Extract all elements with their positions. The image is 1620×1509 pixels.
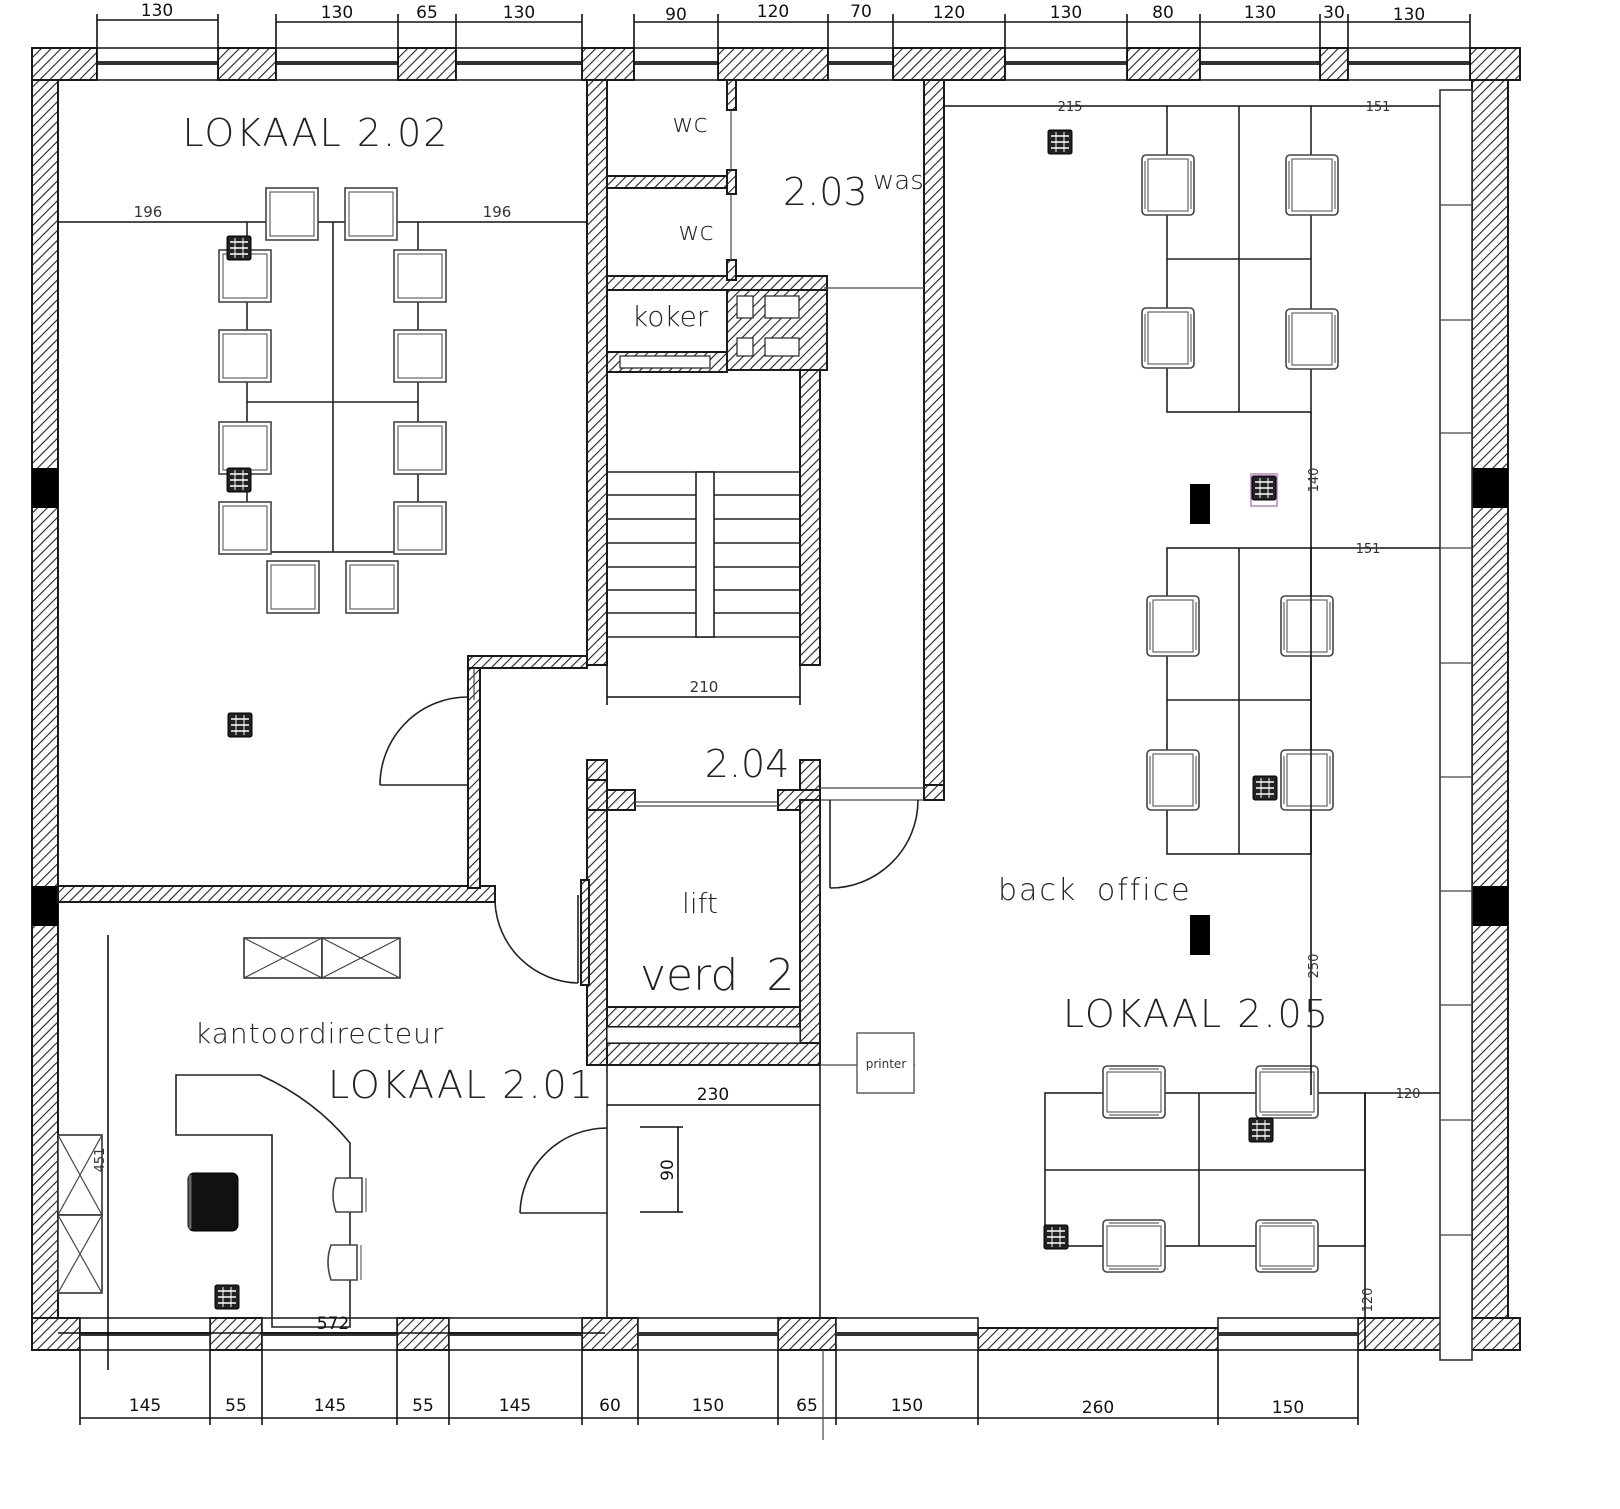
dim-bottom-2: 55: [225, 1396, 247, 1416]
printer: printer: [856, 1032, 915, 1094]
corridor-depth-dim: 90: [658, 1159, 678, 1181]
dim-top-8: 120: [933, 3, 965, 23]
dim-bottom-7: 150: [692, 1396, 724, 1416]
dim-2-05-right: 120: [1396, 1087, 1421, 1102]
dim-top-5: 90: [665, 5, 687, 25]
column-icon: [1190, 484, 1210, 524]
room-number-2-04: 2.04: [705, 742, 790, 786]
outer-walls: [31, 47, 1521, 1351]
room-label-verd: verd 2: [640, 950, 794, 1001]
floor-socket-icon: [1047, 129, 1073, 155]
staircase: [607, 471, 800, 638]
cabinet-icon: [243, 937, 401, 979]
dim-bottom-1: 145: [129, 1396, 161, 1416]
floor-socket-icon: [226, 235, 252, 261]
dim-2-01-height: 451: [93, 1148, 108, 1173]
dim-bottom-5: 145: [499, 1396, 531, 1416]
dim-bo-top-left: 215: [1058, 100, 1083, 115]
floor-socket-icon: [1252, 775, 1278, 801]
dim-bo-gap: 140: [1307, 468, 1322, 493]
dim-bo-mid-right: 151: [1356, 542, 1381, 557]
dim-top-3: 65: [416, 3, 438, 23]
dim-top-13: 130: [1393, 5, 1425, 25]
room-label-2-01: LOKAAL 2.01: [328, 1063, 595, 1107]
dim-bottom-8: 65: [796, 1396, 818, 1416]
chair-icon: [1102, 1065, 1319, 1273]
core-walls: 210 230 90: [586, 79, 945, 1318]
corridor-width-dim: 230: [697, 1085, 729, 1105]
column-icon: [1472, 468, 1508, 508]
top-dimension-chain: 130 130 65 130 90 120 70 120 130 80 130 …: [96, 1, 1471, 80]
dim-top-11: 130: [1244, 3, 1276, 23]
door-swing-icon: [519, 1127, 608, 1214]
room-label-wc-2: wc: [678, 217, 714, 247]
dim-bottom-10: 260: [1082, 1398, 1114, 1418]
door-swing-icon: [494, 901, 579, 984]
floor-socket-icon: [1043, 1224, 1069, 1250]
top-windows: [96, 47, 1471, 81]
floor-socket-icon: [214, 1284, 240, 1310]
bottom-dimension-chain: 145 55 145 55 145 60 150 65 150 260 150: [79, 1350, 1359, 1440]
dim-top-10: 80: [1152, 3, 1174, 23]
chair-icon: [327, 1177, 367, 1281]
chair-icon: [187, 1172, 239, 1232]
room-label-was: was: [873, 166, 924, 196]
director-desk: [175, 1074, 351, 1328]
dim-top-4: 130: [503, 3, 535, 23]
room-label-back-office: back office: [998, 873, 1192, 908]
room-label-wc-1: wc: [672, 109, 708, 139]
room-lokaal-2-02: LOKAAL 2.02 196 196: [58, 111, 587, 738]
dim-bottom-4: 55: [412, 1396, 434, 1416]
column-icon: [1190, 915, 1210, 955]
dim-2-02-right: 196: [483, 203, 512, 221]
core-labels: wc wc 2.03 was koker 2.04 lift verd 2: [632, 109, 924, 1001]
dim-top-9: 130: [1050, 3, 1082, 23]
column-icon: [32, 468, 58, 508]
column-icon: [32, 886, 58, 926]
dim-top-2: 130: [321, 3, 353, 23]
floor-socket-icon: [226, 467, 252, 493]
floor-socket-icon: [227, 712, 253, 738]
floor-socket-icon: [1248, 1117, 1274, 1143]
dim-top-12: 30: [1323, 3, 1345, 23]
printer-label: printer: [866, 1057, 907, 1071]
dim-top-1: 130: [141, 1, 173, 21]
door-swing-icon: [829, 799, 919, 889]
west-partitions: [57, 655, 919, 1214]
dim-bo-top-right: 151: [1366, 100, 1391, 115]
room-label-2-05: LOKAAL 2.05: [1063, 992, 1330, 1036]
dim-2-02-left: 196: [134, 203, 163, 221]
dim-bottom-11: 150: [1272, 1398, 1304, 1418]
room-function-2-01: kantoordirecteur: [195, 1017, 444, 1050]
room-label-2-02: LOKAAL 2.02: [183, 111, 450, 155]
room-label-lift: lift: [682, 887, 718, 920]
dim-2-01-width: 572: [317, 1314, 349, 1334]
dim-bottom-9: 150: [891, 1396, 923, 1416]
desk-cluster: [1166, 105, 1312, 855]
conference-table: [246, 221, 419, 553]
room-label-koker: koker: [632, 300, 709, 333]
cabinet-icon: [57, 1134, 103, 1294]
dim-2-05-bottom: 120: [1361, 1288, 1376, 1313]
dim-top-7: 70: [850, 2, 872, 22]
door-swing-icon: [379, 696, 469, 786]
room-number-2-03: 2.03: [783, 170, 868, 214]
dim-bottom-3: 145: [314, 1396, 346, 1416]
dim-bo-lower-gap: 250: [1307, 954, 1322, 979]
stair-width-dim: 210: [690, 678, 719, 696]
bottom-windows: [79, 1317, 1359, 1351]
floor-socket-icon: [1251, 475, 1277, 501]
room-lokaal-2-01: kantoordirecteur LOKAAL 2.01: [57, 935, 605, 1370]
column-icon: [1472, 886, 1508, 926]
cabinet-icon: [1439, 89, 1473, 1361]
room-lokaal-2-05: 215 151 151 140 250 120 120 back office …: [856, 89, 1473, 1361]
dim-bottom-6: 60: [599, 1396, 621, 1416]
dim-top-6: 120: [757, 2, 789, 22]
